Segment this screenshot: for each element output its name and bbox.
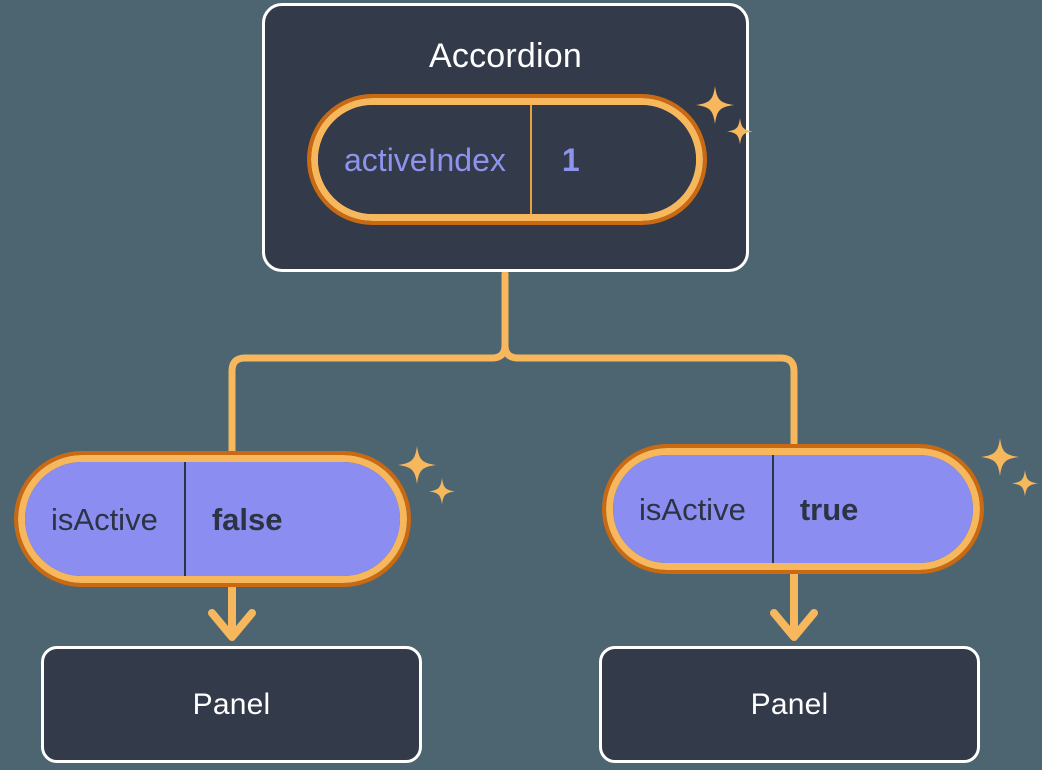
- sparkles-icon: [981, 438, 1038, 497]
- arrow-head-right: [770, 609, 818, 641]
- prop-key-isactive-left: isActive: [51, 501, 158, 537]
- prop-pill-activeindex[interactable]: activeIndex 1: [307, 94, 707, 225]
- arrow-head-left: [208, 609, 256, 641]
- prop-pill-body[interactable]: activeIndex 1: [307, 94, 707, 225]
- panel-component-card-left[interactable]: Panel: [41, 646, 422, 763]
- prop-pill-inner: isActive false: [25, 462, 400, 576]
- panel-component-card-right[interactable]: Panel: [599, 646, 980, 763]
- prop-pill-isactive-false[interactable]: isActive false: [14, 451, 411, 587]
- prop-pill-body[interactable]: isActive false: [14, 451, 411, 587]
- prop-value-activeindex: 1: [529, 105, 610, 214]
- panel-title-left: Panel: [192, 687, 271, 721]
- prop-value-isactive-right: true: [771, 455, 885, 563]
- prop-pill-inner: activeIndex 1: [318, 105, 696, 214]
- panel-title-right: Panel: [750, 687, 829, 721]
- connector-right-branch: [501, 270, 798, 456]
- accordion-title: Accordion: [429, 37, 582, 75]
- connector-left-branch: [228, 270, 509, 459]
- prop-pill-body[interactable]: isActive true: [602, 444, 984, 574]
- prop-pill-isactive-true[interactable]: isActive true: [602, 444, 984, 574]
- prop-pill-inner: isActive true: [613, 455, 973, 563]
- prop-value-isactive-left: false: [183, 462, 309, 576]
- prop-key-isactive-right: isActive: [639, 491, 746, 527]
- prop-key-activeindex: activeIndex: [344, 141, 506, 178]
